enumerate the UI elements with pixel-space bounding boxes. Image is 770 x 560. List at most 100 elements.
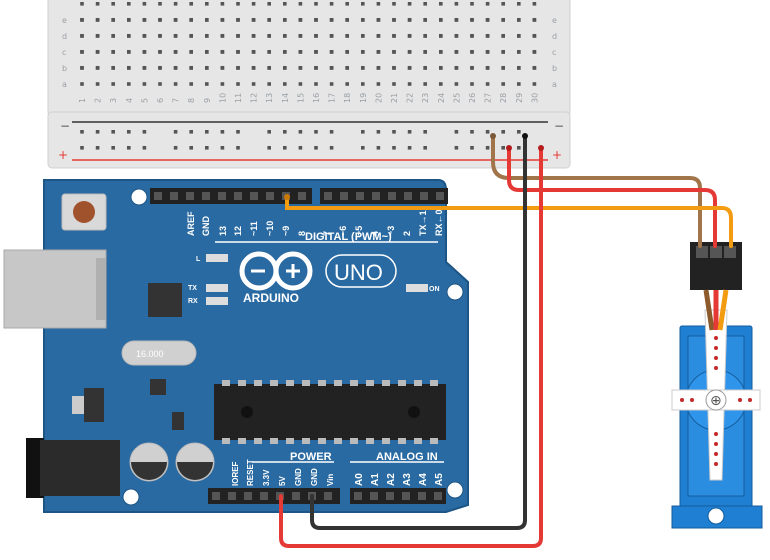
- rail-minus-left: −: [60, 119, 70, 133]
- power-pin-label: GND: [310, 468, 319, 486]
- digital-header[interactable]: [150, 188, 448, 204]
- wires[interactable]: [279, 133, 733, 548]
- servo-connector: [690, 242, 742, 290]
- led-tx: [206, 284, 228, 292]
- arduino-logo: [239, 251, 313, 291]
- digital-pin-label: ~9: [281, 226, 291, 236]
- column-number: 25: [452, 93, 461, 103]
- regulator: [84, 388, 104, 422]
- led-on: [406, 284, 428, 292]
- wire-orange-signal[interactable]: [285, 195, 733, 248]
- column-number: 23: [421, 93, 430, 103]
- column-number: 14: [281, 93, 290, 103]
- led-l: [206, 254, 228, 262]
- column-number: 5: [140, 98, 149, 103]
- column-number: 20: [374, 93, 383, 103]
- power-jack: [26, 438, 120, 498]
- row-label: b: [552, 64, 557, 73]
- digital-pin-label: GND: [201, 216, 211, 237]
- power-pin-label: RESET: [246, 459, 255, 486]
- analog-pin-label: A0: [354, 473, 365, 486]
- digital-pin-label: TX→1: [418, 210, 428, 236]
- digital-pin-label: ~10: [265, 221, 275, 236]
- power-pin-label: IOREF: [231, 461, 240, 486]
- analog-pin-label: A5: [434, 473, 445, 486]
- wire-red-5v[interactable]: [279, 146, 543, 548]
- column-number: 8: [187, 98, 196, 103]
- usb-connector: [3, 249, 107, 329]
- digital-pin-label: RX←0: [434, 209, 444, 236]
- mount-hole: [130, 188, 148, 206]
- led-on-label: ON: [429, 286, 440, 293]
- column-number: 3: [109, 98, 118, 103]
- column-number: 9: [203, 98, 212, 103]
- row-label: a: [62, 80, 67, 89]
- transistor: [172, 412, 184, 430]
- regulator-tab: [72, 396, 84, 414]
- column-number: 21: [390, 93, 399, 103]
- usb-chip: [148, 283, 182, 317]
- led-tx-label: TX: [188, 285, 197, 292]
- power-pin-label: GND: [294, 468, 303, 486]
- column-number: 18: [343, 93, 352, 103]
- horn-screw-icon: ⊕: [710, 393, 722, 409]
- row-label: c: [552, 48, 556, 57]
- rail-plus-left: +: [58, 148, 68, 162]
- column-number: 1: [78, 98, 87, 103]
- atmega-chip: [214, 380, 446, 444]
- digital-pin-label: 2: [402, 231, 412, 236]
- column-number: 27: [484, 93, 493, 103]
- column-number: 12: [250, 93, 259, 103]
- row-label: c: [62, 48, 66, 57]
- column-number: 22: [406, 93, 415, 103]
- servo-cable: [717, 289, 729, 331]
- column-number: 28: [499, 93, 508, 103]
- wire-black-ground[interactable]: [310, 134, 527, 530]
- wire-brown-ground[interactable]: [491, 134, 702, 248]
- rail-minus-right: −: [554, 119, 564, 133]
- led-rx: [206, 297, 228, 305]
- row-label: d: [62, 32, 67, 41]
- arduino-brand: ARDUINO: [243, 291, 299, 305]
- column-number: 10: [218, 93, 227, 103]
- reset-button[interactable]: [61, 193, 107, 231]
- power-header[interactable]: [208, 488, 446, 504]
- analog-pin-label: A3: [402, 473, 413, 486]
- capacitor: [175, 442, 215, 482]
- wire-red-power-servo[interactable]: [507, 146, 717, 248]
- led-l-label: L: [196, 256, 201, 263]
- column-number: 2: [94, 98, 103, 103]
- column-number: 26: [468, 93, 477, 103]
- digital-pin-label: 4: [370, 231, 380, 236]
- column-number: 19: [359, 93, 368, 103]
- digital-pin-label: ~5: [354, 226, 364, 236]
- row-label: b: [62, 64, 67, 73]
- servo-cable: [703, 289, 715, 331]
- digital-pin-label: 12: [233, 226, 243, 236]
- rail-plus-right: +: [552, 148, 562, 162]
- analog-pin-label: A1: [370, 473, 381, 486]
- column-number: 15: [296, 93, 305, 103]
- mount-hole: [446, 481, 464, 499]
- digital-pin-label: AREF: [186, 211, 196, 236]
- analog-pin-label: A4: [418, 473, 429, 486]
- led-rx-label: RX: [188, 298, 198, 305]
- column-number: 29: [515, 93, 524, 103]
- digital-pin-label: 13: [218, 226, 228, 236]
- servo-motor[interactable]: ⊕: [671, 309, 763, 529]
- analog-header-label: ANALOG IN: [376, 451, 438, 463]
- breadboard-holes: [80, 2, 537, 150]
- power-header-label: POWER: [290, 451, 332, 463]
- uno-label: UNO: [334, 260, 383, 285]
- column-number: 17: [328, 93, 337, 103]
- digital-pin-label: 8: [297, 231, 307, 236]
- column-number: 6: [156, 98, 165, 103]
- column-number: 16: [312, 93, 321, 103]
